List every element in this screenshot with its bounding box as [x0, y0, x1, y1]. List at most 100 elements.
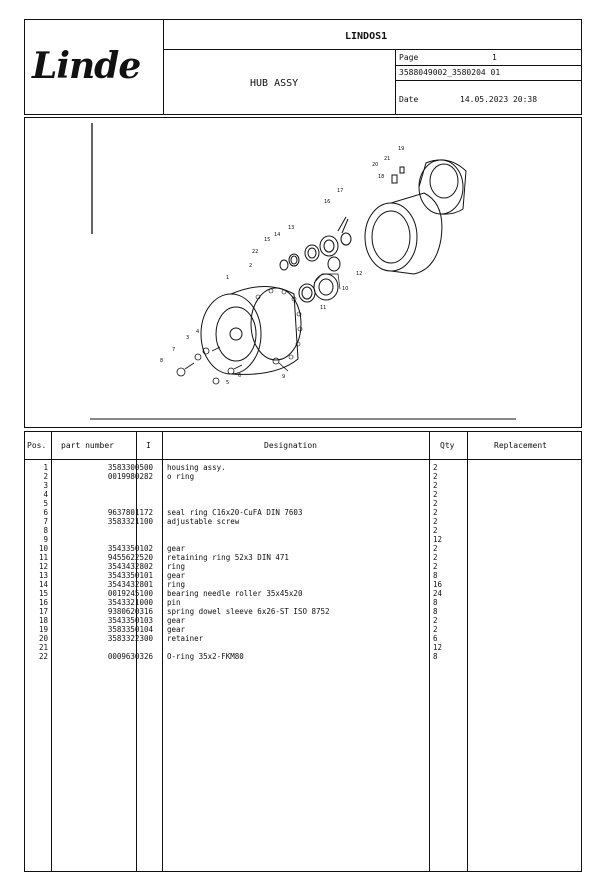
- header-divider: [395, 80, 582, 81]
- callout-18: 18: [378, 174, 384, 180]
- row-qty: 2: [433, 472, 438, 481]
- row-part-number: 0009630326: [107, 652, 153, 661]
- callout-19: 19: [398, 146, 404, 152]
- row-qty: 2: [433, 562, 438, 571]
- callout-6: 6: [238, 373, 241, 379]
- header-replacement: Replacement: [494, 441, 547, 450]
- document-title: LINDOS1: [345, 31, 388, 42]
- row-pos: 6: [43, 508, 48, 517]
- row-qty: 6: [433, 634, 438, 643]
- row-pos: 13: [38, 571, 48, 580]
- row-pos: 14: [38, 580, 48, 589]
- callout-20: 20: [372, 162, 378, 168]
- table-row: 14 3543432801 ring 16: [24, 580, 582, 589]
- row-designation: gear: [167, 571, 186, 580]
- exploded-hub-diagram: 1 2 3 4 5 6 7 8 9 10 11 12 13 14 15 16 1…: [90, 123, 516, 420]
- table-row: 9 12: [24, 535, 582, 544]
- row-qty: 2: [433, 517, 438, 526]
- row-qty: 8: [433, 652, 438, 661]
- header-frame: [24, 19, 582, 115]
- row-qty: 12: [433, 643, 443, 652]
- row-designation: retainer: [167, 634, 204, 643]
- row-part-number: 9637801172: [107, 508, 153, 517]
- row-part-number: 3543432802: [107, 562, 153, 571]
- row-designation: retaining ring 52x3 DIN 471: [167, 553, 289, 562]
- row-part-number: 3543350103: [107, 616, 153, 625]
- row-designation: bearing needle roller 35x45x20: [167, 589, 303, 598]
- row-qty: 2: [433, 544, 438, 553]
- row-pos: 15: [38, 589, 48, 598]
- table-row: 20 3583322300 retainer 6: [24, 634, 582, 643]
- callout-12: 12: [356, 271, 362, 277]
- row-pos: 3: [43, 481, 48, 490]
- column-divider: [136, 431, 137, 872]
- row-pos: 1: [43, 463, 48, 472]
- header-i: I: [146, 441, 151, 450]
- callout-7: 7: [172, 347, 175, 353]
- row-part-number: 3583350104: [107, 625, 153, 634]
- date-label: Date: [399, 95, 419, 104]
- row-designation: gear: [167, 625, 186, 634]
- row-qty: 2: [433, 616, 438, 625]
- part-reference: 3588049002_3580204 01: [399, 68, 501, 77]
- row-designation: O-ring 35x2-FKM80: [167, 652, 244, 661]
- row-qty: 2: [433, 553, 438, 562]
- row-part-number: 3543321000: [107, 598, 153, 607]
- row-designation: o ring: [167, 472, 195, 481]
- svg-text:Linde: Linde: [31, 45, 140, 87]
- page-label: Page: [399, 53, 419, 62]
- table-row: 21 12: [24, 643, 582, 652]
- row-part-number: 3543432801: [107, 580, 153, 589]
- row-part-number: 9455622520: [107, 553, 153, 562]
- linde-logo: Linde: [30, 44, 155, 97]
- row-qty: 12: [433, 535, 443, 544]
- row-qty: 2: [433, 508, 438, 517]
- header-designation: Designation: [264, 441, 317, 450]
- row-part-number: 3543350101: [107, 571, 153, 580]
- row-designation: ring: [167, 580, 186, 589]
- table-header-divider: [24, 459, 582, 460]
- row-qty: 24: [433, 589, 443, 598]
- row-pos: 2: [43, 472, 48, 481]
- row-qty: 16: [433, 580, 443, 589]
- row-designation: housing assy.: [167, 463, 226, 472]
- row-designation: adjustable screw: [167, 517, 240, 526]
- callout-13: 13: [288, 225, 294, 231]
- header-divider: [163, 19, 164, 115]
- row-part-number: 9380620316: [107, 607, 153, 616]
- parts-table: [24, 431, 582, 872]
- callout-21: 21: [384, 156, 390, 162]
- callout-14: 14: [274, 232, 280, 238]
- row-pos: 21: [38, 643, 48, 652]
- table-row: 7 3583321100 adjustable screw 2: [24, 517, 582, 526]
- row-pos: 10: [38, 544, 48, 553]
- callout-9: 9: [282, 374, 285, 380]
- row-designation: ring: [167, 562, 186, 571]
- row-pos: 12: [38, 562, 48, 571]
- row-part-number: 3583322300: [107, 634, 153, 643]
- row-part-number: 3583300500: [107, 463, 153, 472]
- page-number: 1: [492, 53, 497, 62]
- row-part-number: 3583321100: [107, 517, 153, 526]
- header-qty: Qty: [440, 441, 455, 450]
- callout-15: 15: [264, 237, 270, 243]
- callout-2: 2: [249, 263, 252, 269]
- row-pos: 20: [38, 634, 48, 643]
- row-pos: 9: [43, 535, 48, 544]
- row-qty: 8: [433, 598, 438, 607]
- header-part-number: part number: [61, 441, 114, 450]
- date-value: 14.05.2023 20:38: [460, 95, 538, 104]
- callout-1: 1: [226, 275, 229, 281]
- row-pos: 7: [43, 517, 48, 526]
- column-divider: [51, 431, 52, 872]
